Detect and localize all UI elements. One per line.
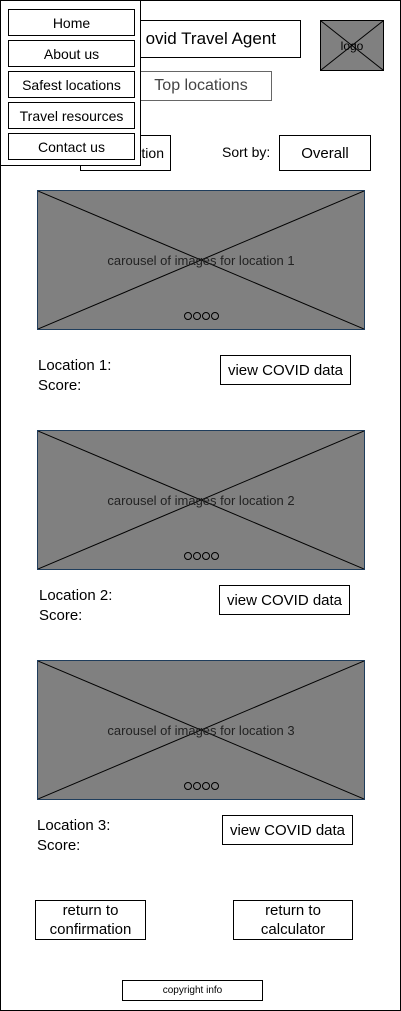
location-info: Location 1: Score: (38, 356, 111, 396)
location-info: Location 3: Score: (37, 816, 110, 856)
return-to-confirmation-label: return to confirmation (49, 902, 132, 938)
view-covid-data-label: view COVID data (227, 361, 344, 379)
carousel-dot[interactable] (201, 552, 210, 560)
logo[interactable]: logo (320, 20, 384, 71)
view-covid-data-button[interactable]: view COVID data (222, 815, 353, 845)
nav-item-safest-locations[interactable]: Safest locations (8, 71, 135, 98)
nav-item-home[interactable]: Home (8, 9, 135, 36)
top-locations-label: Top locations (154, 77, 248, 94)
carousel-dot[interactable] (210, 312, 219, 320)
carousel-location-2[interactable]: carousel of images for location 2 (37, 430, 365, 570)
location-score: Score: (37, 837, 81, 854)
nav-item-label: Home (52, 14, 91, 31)
return-to-confirmation-button[interactable]: return to confirmation (35, 900, 146, 940)
carousel-dot[interactable] (192, 312, 201, 320)
view-covid-data-button[interactable]: view COVID data (220, 355, 351, 385)
carousel-dot[interactable] (201, 782, 210, 790)
image-placeholder-icon (38, 191, 364, 329)
location-name: Location 1: (38, 357, 112, 374)
view-covid-data-label: view COVID data (226, 591, 343, 609)
carousel-dot[interactable] (183, 552, 192, 560)
nav-item-label: Contact us (38, 138, 105, 155)
view-covid-data-label: view COVID data (229, 821, 346, 839)
carousel-location-3[interactable]: carousel of images for location 3 (37, 660, 365, 800)
nav-item-label: Travel resources (19, 107, 124, 124)
carousel-dot[interactable] (210, 552, 219, 560)
carousel-dot[interactable] (192, 782, 201, 790)
carousel-dot[interactable] (201, 312, 210, 320)
carousel-caption: carousel of images for location 3 (107, 722, 295, 738)
sort-select-value: Overall (301, 144, 349, 162)
logo-label: logo (340, 38, 364, 53)
sort-select[interactable]: Overall (279, 135, 371, 171)
copyright-text: copyright info (162, 985, 223, 996)
nav-item-contact-us[interactable]: Contact us (8, 133, 135, 160)
return-to-calculator-label: return to calculator (260, 902, 326, 938)
site-title-text: ovid Travel Agent (145, 29, 276, 48)
carousel-dot[interactable] (210, 782, 219, 790)
carousel-location-1[interactable]: carousel of images for location 1 (37, 190, 365, 330)
site-title: ovid Travel Agent (120, 20, 301, 58)
nav-item-travel-resources[interactable]: Travel resources (8, 102, 135, 129)
top-locations-heading: Top locations (130, 71, 272, 101)
carousel-dot[interactable] (192, 552, 201, 560)
nav-item-about-us[interactable]: About us (8, 40, 135, 67)
view-covid-data-button[interactable]: view COVID data (219, 585, 350, 615)
carousel-indicators[interactable] (38, 782, 364, 790)
carousel-dot[interactable] (183, 312, 192, 320)
nav-item-label: Safest locations (22, 76, 121, 93)
sort-label: Sort by: (222, 144, 271, 160)
image-placeholder-icon (38, 431, 364, 569)
location-name: Location 2: (39, 587, 113, 604)
carousel-caption: carousel of images for location 1 (107, 252, 295, 268)
nav-menu: Home About us Safest locations Travel re… (0, 0, 141, 166)
nav-item-label: About us (43, 45, 100, 62)
filter-button-label: tion (141, 145, 164, 161)
return-to-calculator-button[interactable]: return to calculator (233, 900, 353, 940)
image-placeholder-icon (321, 21, 383, 70)
location-name: Location 3: (37, 817, 111, 834)
carousel-dot[interactable] (183, 782, 192, 790)
carousel-caption: carousel of images for location 2 (107, 492, 295, 508)
carousel-indicators[interactable] (38, 552, 364, 560)
location-score: Score: (39, 607, 83, 624)
location-info: Location 2: Score: (39, 586, 112, 626)
copyright-footer: copyright info (122, 980, 263, 1001)
location-score: Score: (38, 377, 82, 394)
carousel-indicators[interactable] (38, 312, 364, 320)
image-placeholder-icon (38, 661, 364, 799)
